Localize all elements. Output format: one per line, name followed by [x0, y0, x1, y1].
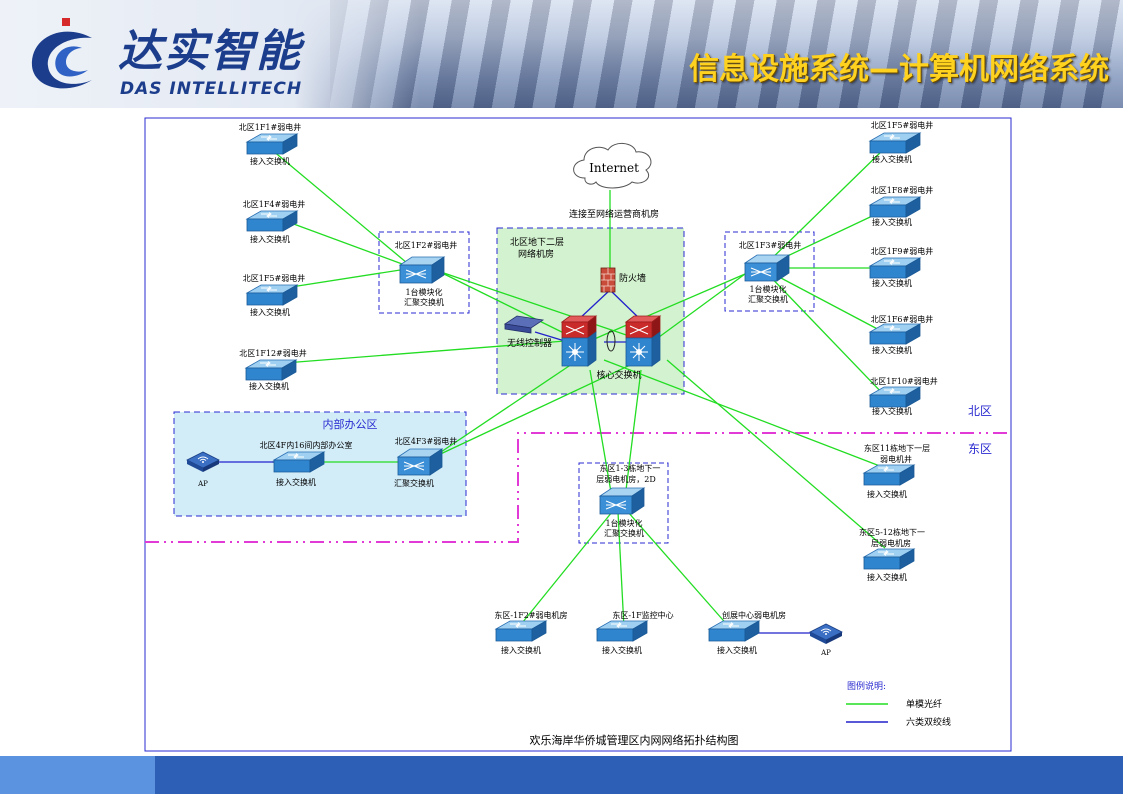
office-ap-label: AP	[197, 480, 208, 488]
office-room-label: 北区4F内16间内部办公室	[260, 440, 353, 450]
office-agg-icon	[397, 448, 443, 476]
keyboard-background	[330, 0, 1123, 108]
north-left-agg-line1: 1台模块化	[405, 287, 442, 297]
zone-east-label: 东区	[968, 442, 992, 456]
north-right-agg-box	[724, 231, 815, 312]
north-right-access-2-type: 接入交换机	[872, 217, 912, 227]
north-right-agg-icon	[744, 254, 790, 282]
east-agg-line3: 1台模块化	[605, 518, 642, 528]
link-aggregation-icon	[606, 330, 616, 352]
internet-cloud-icon	[573, 143, 652, 189]
core-room-title-2: 网络机房	[518, 248, 554, 260]
core-switch-label: 核心交换机	[596, 369, 641, 381]
north-left-access-3-type: 接入交换机	[250, 307, 290, 317]
east-bottom-access-1-label: 东区-1F2#弱电机房	[494, 610, 567, 620]
east-ap-label: AP	[820, 649, 831, 657]
north-left-access-4-label: 北区1F12#弱电井	[239, 348, 307, 358]
header-banner: 达实智能 DAS INTELLITECH 信息设施系统—计算机网络系统	[0, 0, 1123, 108]
east-agg-line4: 汇聚交换机	[604, 528, 644, 538]
page-title: 信息设施系统—计算机网络系统	[689, 52, 1109, 87]
east-right-access-1-type: 接入交换机	[867, 489, 907, 499]
north-right-access-2-label: 北区1F8#弱电井	[871, 185, 933, 195]
north-left-access-1-type: 接入交换机	[250, 156, 290, 166]
east-agg-line1: 东区1-3栋地下一	[600, 463, 661, 473]
isp-link-label: 连接至网络运营商机房	[569, 208, 659, 220]
core-room-box	[496, 227, 685, 395]
logo-english: DAS INTELLITECH	[120, 79, 303, 99]
core-switch-2-icon	[625, 315, 661, 367]
north-left-agg-box	[378, 231, 470, 314]
internet-label: Internet	[589, 161, 639, 175]
north-left-agg-location: 北区1F2#弱电井	[395, 240, 457, 250]
north-right-access-1-label: 北区1F5#弱电井	[871, 120, 933, 130]
legend-fiber-label: 单模光纤	[906, 698, 942, 710]
north-left-access-4-type: 接入交换机	[249, 381, 289, 391]
north-left-agg-line2: 汇聚交换机	[404, 297, 444, 307]
east-bottom-access-2-type: 接入交换机	[602, 645, 642, 655]
das-logo-icon	[31, 18, 92, 89]
east-right-access-2-type: 接入交换机	[867, 572, 907, 582]
zone-north-label: 北区	[968, 404, 992, 418]
north-right-access-3-type: 接入交换机	[872, 278, 912, 288]
office-agg-type: 汇聚交换机	[394, 478, 434, 488]
legend-cat6-label: 六类双绞线	[906, 716, 951, 728]
north-right-access-3-label: 北区1F9#弱电井	[871, 246, 933, 256]
office-agg-location: 北区4F3#弱电井	[395, 436, 457, 446]
north-right-access-5-type: 接入交换机	[872, 406, 912, 416]
footer-accent	[0, 756, 155, 794]
east-right-access-2-label-a: 东区5-12栋地下一	[859, 527, 925, 537]
east-agg-icon	[599, 487, 645, 515]
footer-bar	[0, 756, 1123, 794]
wireless-controller-label: 无线控制器	[507, 337, 552, 349]
east-agg-line2: 层弱电机房，2D	[596, 474, 656, 484]
north-right-agg-line2: 汇聚交换机	[748, 294, 788, 304]
north-right-access-4-label: 北区1F6#弱电井	[871, 314, 933, 324]
wireless-controller-icon	[503, 315, 545, 334]
firewall-label: 防火墙	[619, 272, 646, 284]
east-right-access-1-label-b: 弱电机井	[880, 454, 912, 464]
east-bottom-access-2-label: 东区-1F监控中心	[612, 610, 673, 620]
north-left-access-2-type: 接入交换机	[250, 234, 290, 244]
diagram-caption: 欢乐海岸华侨城管理区内网网络拓扑结构图	[530, 733, 739, 747]
east-right-access-2-label-b: 层弱电机房	[871, 538, 911, 548]
legend-title: 图例说明:	[847, 680, 886, 692]
north-left-access-1-label: 北区1F1#弱电井	[239, 122, 301, 132]
north-right-agg-line1: 1台模块化	[749, 284, 786, 294]
east-bottom-access-3-type: 接入交换机	[717, 645, 757, 655]
north-right-agg-location: 北区1F3#弱电井	[739, 240, 801, 250]
logo-chinese: 达实智能	[118, 26, 302, 77]
north-left-access-2-label: 北区1F4#弱电井	[243, 199, 305, 209]
east-right-access-1-label-a: 东区11栋地下一层	[864, 443, 930, 453]
north-left-agg-icon	[399, 256, 445, 284]
core-room-title-1: 北区地下二层	[510, 236, 564, 248]
zone-separator	[145, 432, 1011, 543]
north-right-access-4-type: 接入交换机	[872, 345, 912, 355]
office-area-label: 内部办公区	[323, 417, 378, 431]
office-access-type: 接入交换机	[276, 477, 316, 487]
core-switch-1-icon	[561, 315, 597, 367]
north-left-access-3-label: 北区1F5#弱电井	[243, 273, 305, 283]
north-right-access-1-type: 接入交换机	[872, 154, 912, 164]
north-right-access-5-label: 北区1F10#弱电井	[870, 376, 938, 386]
firewall-icon	[600, 267, 616, 293]
east-agg-box	[578, 462, 669, 544]
east-bottom-access-1-type: 接入交换机	[501, 645, 541, 655]
east-bottom-access-3-label: 创展中心弱电机房	[722, 610, 786, 620]
